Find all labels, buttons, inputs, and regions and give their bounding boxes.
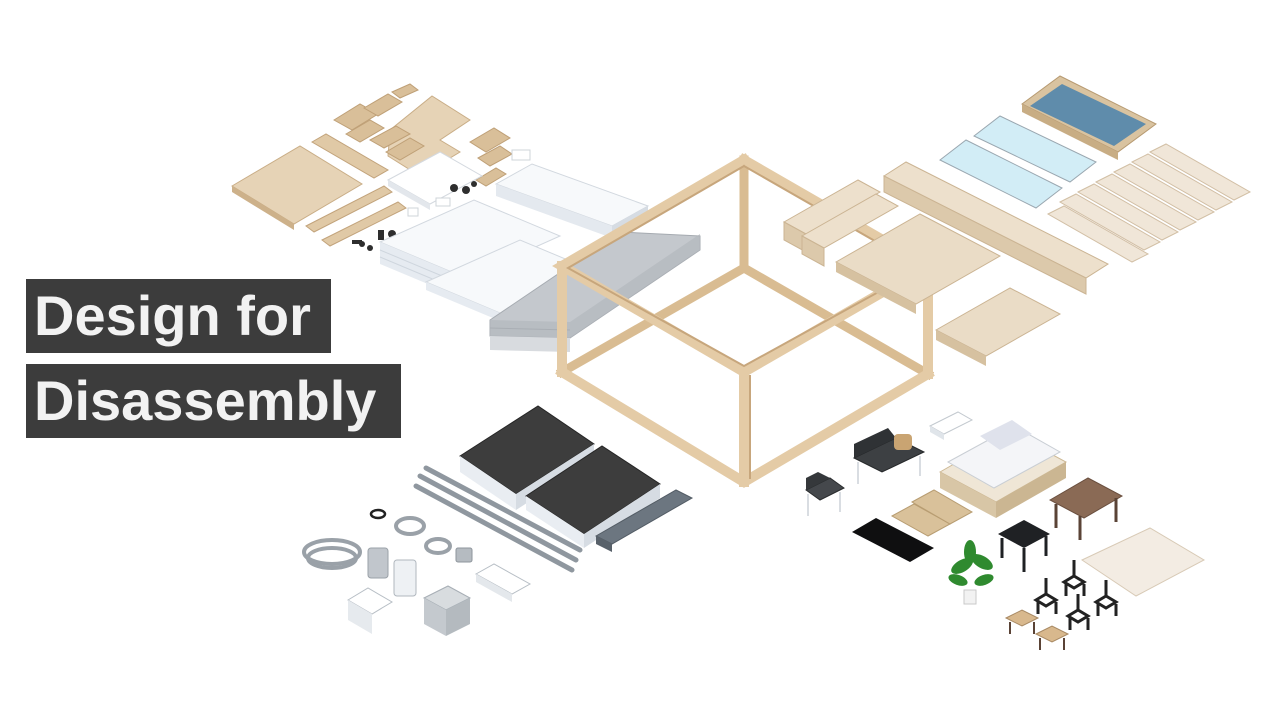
timber-components [231, 83, 531, 251]
building-services [302, 508, 532, 636]
roof-and-facade-panels [413, 405, 694, 573]
glazing-and-decking [782, 75, 1252, 366]
cube-timber-frame [552, 153, 939, 488]
title-line-2: Disassembly [26, 364, 401, 438]
furniture-and-fittings [805, 411, 1206, 650]
title-line-1: Design for [26, 279, 331, 353]
